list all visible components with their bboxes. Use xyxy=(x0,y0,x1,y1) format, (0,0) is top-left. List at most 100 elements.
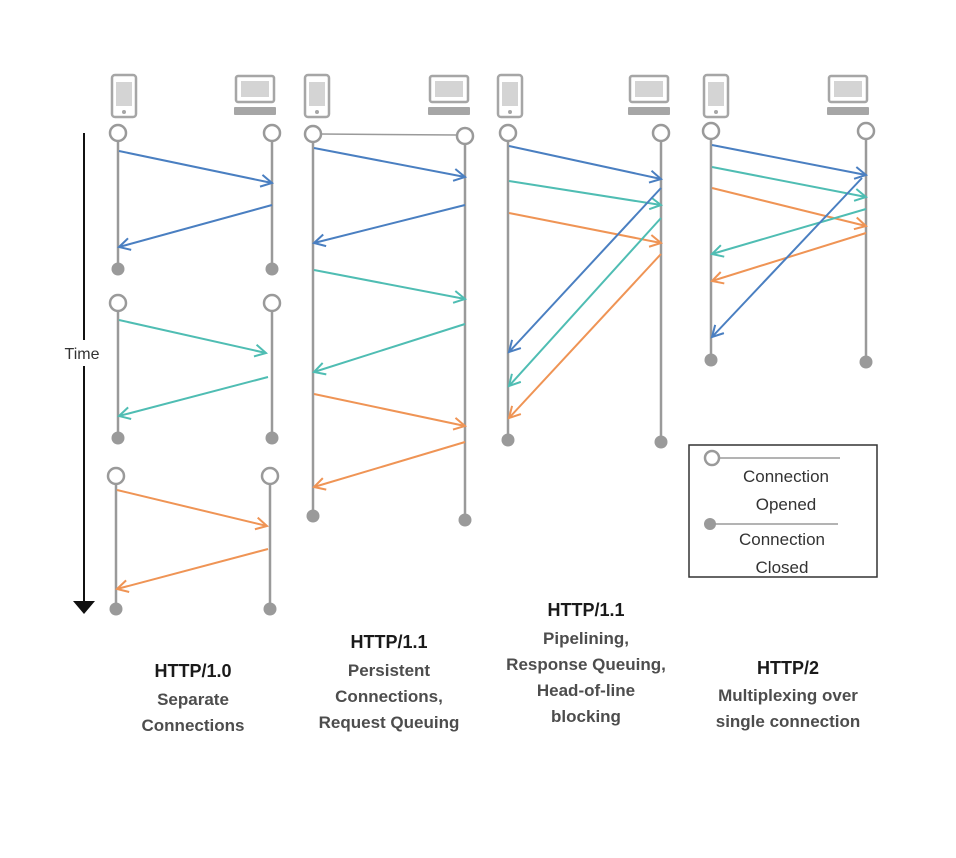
connection-opened-marker xyxy=(856,121,876,141)
timelines xyxy=(311,133,467,520)
connection-opened-marker xyxy=(498,123,518,143)
mobile-phone-icon xyxy=(702,73,730,119)
connection-opened-marker xyxy=(106,466,126,486)
time-axis-label: Time xyxy=(65,346,100,363)
panel-http10-caption: HTTP/1.0 Separate Connections xyxy=(142,661,245,735)
request-arrow-blue xyxy=(508,145,661,179)
panel-http11-pipelining-diagram xyxy=(498,123,671,449)
panel-subtitle-line: Connections xyxy=(142,716,245,735)
desktop-computer-icon xyxy=(428,74,470,115)
panel-http11-pipelining-caption: HTTP/1.1 Pipelining, Response Queuing, H… xyxy=(506,600,666,726)
time-axis: Time xyxy=(54,133,112,614)
messages xyxy=(313,147,466,487)
panel-title: HTTP/1.1 xyxy=(350,632,427,652)
connection-opened-marker xyxy=(701,121,721,141)
connection-closed-marker xyxy=(458,513,472,527)
panel-http11-persistent-diagram xyxy=(303,124,475,527)
panel-http11-persistent-caption: HTTP/1.1 Persistent Connections, Request… xyxy=(319,632,460,732)
response-arrow-teal xyxy=(119,376,269,416)
panel-http2-icons xyxy=(702,73,869,119)
mobile-phone-icon xyxy=(110,73,138,119)
request-arrow-teal xyxy=(313,269,465,299)
legend-opened-marker xyxy=(703,449,721,467)
panel-http2-caption: HTTP/2 Multiplexing over single connecti… xyxy=(716,658,861,731)
mobile-phone-icon xyxy=(496,73,524,119)
response-arrow-orange xyxy=(314,441,466,487)
response-arrow-orange xyxy=(712,232,867,281)
legend-closed-label-line1: Connection xyxy=(739,530,825,549)
messages xyxy=(508,145,662,418)
connection-markers xyxy=(106,123,282,616)
connection-closed-marker xyxy=(306,509,320,523)
connection-closed-marker xyxy=(265,262,279,276)
panel-http10-diagram xyxy=(106,123,282,616)
panel-http11-pipelining-icons xyxy=(496,73,670,119)
request-arrow-blue xyxy=(711,144,866,175)
connection-opened-marker xyxy=(108,123,128,143)
timelines xyxy=(709,139,868,362)
mobile-phone-icon xyxy=(303,73,331,119)
connection-closed-marker xyxy=(265,431,279,445)
connection-closed-marker xyxy=(501,433,515,447)
connection-closed-marker xyxy=(654,435,668,449)
response-arrow-teal xyxy=(509,217,662,386)
response-arrow-teal xyxy=(314,323,466,372)
panel-subtitle-line: Response Queuing, xyxy=(506,655,666,674)
panel-http11-persistent-icons xyxy=(303,73,470,119)
time-axis-arrowhead xyxy=(73,601,95,614)
panel-subtitle-line: Head-of-line xyxy=(537,681,635,700)
response-arrow-blue xyxy=(712,177,863,337)
legend-opened-label-line1: Connection xyxy=(743,467,829,486)
connection-closed-marker xyxy=(859,355,873,369)
legend-closed-marker xyxy=(704,518,716,530)
connection-opened-marker xyxy=(303,124,323,144)
request-arrow-teal xyxy=(711,166,866,197)
request-arrow-teal xyxy=(118,319,266,353)
connection-markers xyxy=(701,121,876,369)
panel-title: HTTP/1.1 xyxy=(547,600,624,620)
panel-subtitle-line: blocking xyxy=(551,707,621,726)
messages xyxy=(711,144,867,337)
connection-closed-marker xyxy=(263,602,277,616)
panel-subtitle-line: Pipelining, xyxy=(543,629,629,648)
connection-opened-marker xyxy=(262,123,282,143)
connection-opened-marker xyxy=(455,126,475,146)
connection-closed-marker xyxy=(704,353,718,367)
panel-subtitle-line: Request Queuing xyxy=(319,713,460,732)
request-arrow-orange xyxy=(508,212,661,243)
panel-subtitle-line: Connections, xyxy=(335,687,443,706)
panel-subtitle-line: single connection xyxy=(716,712,861,731)
panel-title: HTTP/2 xyxy=(757,658,819,678)
desktop-computer-icon xyxy=(628,74,670,115)
connection-bar xyxy=(319,133,459,136)
panel-subtitle-line: Persistent xyxy=(348,661,431,680)
panel-subtitle-line: Multiplexing over xyxy=(718,686,858,705)
messages xyxy=(116,150,273,589)
request-arrow-teal xyxy=(508,180,661,205)
panel-title: HTTP/1.0 xyxy=(154,661,231,681)
response-arrow-orange xyxy=(509,253,662,418)
panel-http2-diagram xyxy=(701,121,876,369)
timelines xyxy=(506,141,663,442)
connection-opened-marker xyxy=(651,123,671,143)
connection-markers xyxy=(303,124,475,527)
connection-markers xyxy=(498,123,671,449)
response-arrow-orange xyxy=(117,548,269,589)
connection-opened-marker xyxy=(108,293,128,313)
request-arrow-orange xyxy=(711,187,866,226)
legend-opened-label-line2: Opened xyxy=(756,495,817,514)
request-arrow-orange xyxy=(116,489,267,526)
panel-http10-icons xyxy=(110,73,276,119)
legend-closed-label-line2: Closed xyxy=(756,558,809,577)
legend: Connection Opened Connection Closed xyxy=(688,444,878,578)
legend-box xyxy=(688,444,878,578)
response-arrow-blue xyxy=(119,204,273,247)
connection-closed-marker xyxy=(111,262,125,276)
request-arrow-blue xyxy=(313,147,465,177)
connection-closed-marker xyxy=(111,431,125,445)
connection-opened-marker xyxy=(262,293,282,313)
response-arrow-blue xyxy=(509,187,662,352)
connection-closed-marker xyxy=(109,602,123,616)
connection-opened-marker xyxy=(260,466,280,486)
